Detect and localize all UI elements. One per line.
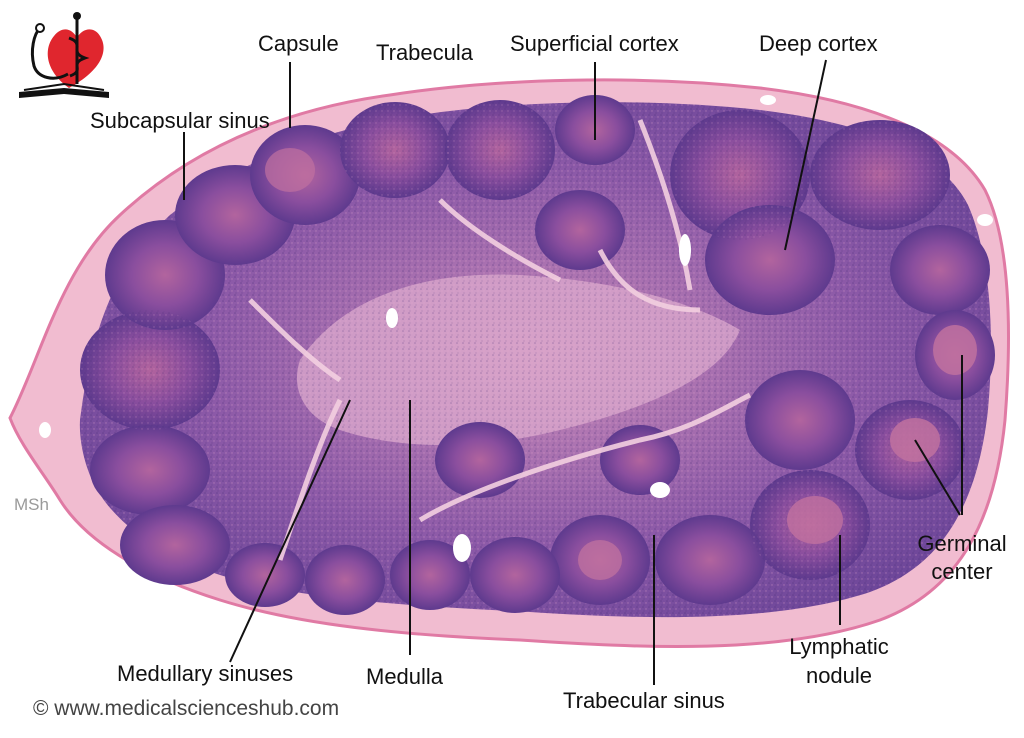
copyright-text: © www.medicalscienceshub.com bbox=[33, 697, 340, 720]
label-subcapsular-sinus: Subcapsular sinus bbox=[90, 108, 270, 133]
nodule bbox=[535, 190, 625, 270]
nodule bbox=[470, 537, 560, 613]
germinal-center bbox=[933, 325, 977, 375]
label-lymphatic-nodule: Lymphatic nodule bbox=[789, 634, 889, 688]
germinal-center bbox=[787, 496, 843, 544]
nodule bbox=[90, 425, 210, 515]
leader-germinal-center-2 bbox=[914, 439, 961, 516]
label-medullary-sinuses: Medullary sinuses bbox=[117, 661, 294, 686]
label-germinal-center: Germinal center bbox=[917, 531, 1007, 584]
germinal-center bbox=[578, 540, 622, 580]
nodule bbox=[655, 515, 765, 605]
label-deep-cortex: Deep cortex bbox=[759, 31, 878, 56]
leader-medullary-sinuses bbox=[229, 399, 351, 663]
germinal-center bbox=[265, 148, 315, 192]
nodule bbox=[745, 370, 855, 470]
leader-deep-cortex bbox=[784, 59, 827, 251]
label-trabecula: Trabecula bbox=[376, 40, 474, 65]
trabeculae bbox=[248, 119, 752, 561]
leader-lines bbox=[183, 59, 963, 685]
nodule bbox=[600, 425, 680, 495]
watermark-text: MSh bbox=[14, 495, 49, 514]
nodule bbox=[120, 505, 230, 585]
label-trabecular-sinus: Trabecular sinus bbox=[563, 688, 725, 713]
heart-caduceus-book-logo-icon bbox=[19, 12, 109, 98]
sinus-gaps bbox=[39, 95, 993, 562]
nodule bbox=[435, 422, 525, 498]
label-superficial-cortex: Superficial cortex bbox=[510, 31, 679, 56]
nodule bbox=[225, 543, 305, 607]
nodule bbox=[890, 225, 990, 315]
label-capsule: Capsule bbox=[258, 31, 339, 56]
nodule bbox=[305, 545, 385, 615]
label-medulla: Medulla bbox=[366, 664, 444, 689]
